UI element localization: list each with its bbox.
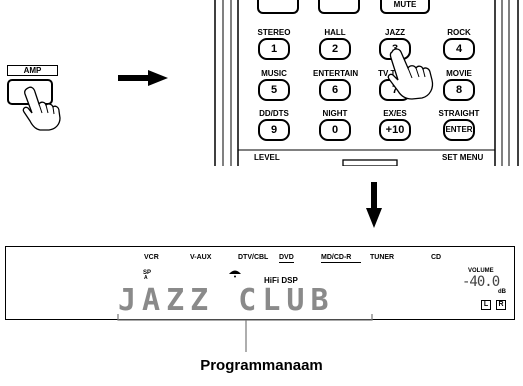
straight-label: STRAIGHT bbox=[438, 109, 480, 118]
amp-label: AMP bbox=[7, 65, 58, 76]
program-name-bracket bbox=[117, 314, 373, 352]
enter-key[interactable]: ENTER bbox=[443, 119, 475, 141]
key-2[interactable]: 2 bbox=[319, 38, 351, 60]
remote-outline bbox=[214, 0, 519, 166]
source-v-aux: V-AUX bbox=[190, 254, 212, 261]
program-name-caption: Programmanaam bbox=[200, 357, 323, 374]
night-label: NIGHT bbox=[322, 109, 348, 118]
key-plus10[interactable]: +10 bbox=[379, 119, 411, 141]
entertain-label: ENTERTAIN bbox=[313, 69, 359, 78]
key-9[interactable]: 9 bbox=[258, 119, 290, 141]
hall-label: HALL bbox=[324, 28, 346, 37]
key-0[interactable]: 0 bbox=[319, 119, 351, 141]
top-button-2[interactable] bbox=[318, 0, 360, 14]
volume-unit: dB bbox=[498, 289, 506, 295]
sp-a-label: A bbox=[144, 275, 148, 281]
sp-label: SP bbox=[143, 270, 152, 276]
top-button-1[interactable] bbox=[257, 0, 299, 14]
source-md-cd-r: MD/CD-R bbox=[321, 254, 352, 261]
key-8[interactable]: 8 bbox=[443, 79, 475, 101]
source-cd: CD bbox=[431, 254, 442, 261]
program-name-text: JAZZ CLUB bbox=[118, 283, 335, 318]
key-5[interactable]: 5 bbox=[258, 79, 290, 101]
movie-label: MOVIE bbox=[446, 69, 472, 78]
source-vcr: VCR bbox=[144, 254, 159, 261]
jazz-label: JAZZ bbox=[385, 28, 405, 37]
music-label: MUSIC bbox=[261, 69, 287, 78]
remote-control bbox=[213, 0, 521, 166]
stereo-label: STEREO bbox=[257, 28, 291, 37]
set-menu-label: SET MENU bbox=[442, 153, 484, 162]
dd-dts-label: DD/DTS bbox=[259, 109, 289, 118]
signal-indicator-icon bbox=[229, 270, 241, 278]
ex-es-label: EX/ES bbox=[383, 109, 407, 118]
source-tuner: TUNER bbox=[370, 254, 395, 261]
rock-label: ROCK bbox=[447, 28, 471, 37]
key-4[interactable]: 4 bbox=[443, 38, 475, 60]
hand-pointer-icon bbox=[387, 48, 434, 100]
source-dtv-cbl: DTV/CBL bbox=[238, 254, 269, 261]
right-arrow-icon bbox=[118, 70, 168, 86]
hifi-dsp-indicator: HiFi DSP bbox=[264, 276, 298, 285]
down-arrow-icon bbox=[366, 182, 382, 228]
hand-pointer-icon bbox=[22, 86, 61, 131]
speaker-l-indicator: L bbox=[481, 300, 491, 310]
tv-thtr-label: TV THTR bbox=[378, 69, 412, 78]
speaker-r-indicator: R bbox=[496, 300, 506, 310]
key-6[interactable]: 6 bbox=[319, 79, 351, 101]
key-1[interactable]: 1 bbox=[258, 38, 290, 60]
md-underline bbox=[321, 262, 361, 263]
source-dvd: DVD bbox=[279, 254, 294, 263]
mute-button[interactable]: MUTE bbox=[380, 0, 430, 14]
volume-label: VOLUME bbox=[468, 268, 494, 274]
volume-value: -40.0 bbox=[462, 274, 500, 290]
level-label: LEVEL bbox=[254, 153, 280, 162]
